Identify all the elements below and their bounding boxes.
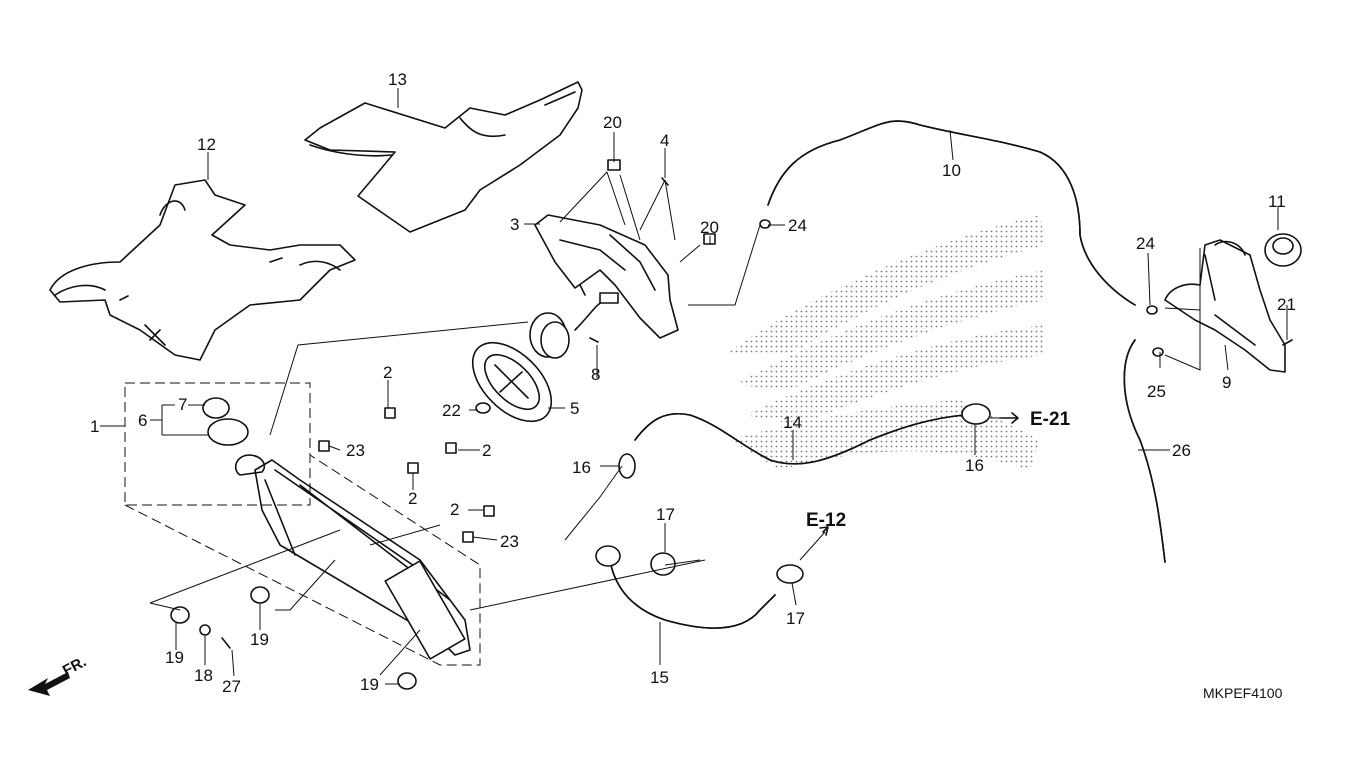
callout-21: 21	[1277, 295, 1296, 314]
ref-e12: E-12	[806, 510, 846, 531]
callout-2: 2	[450, 500, 459, 519]
callout-2: 2	[408, 489, 417, 508]
callout-19: 19	[360, 675, 379, 694]
callouts: 1 2 2 2 2 3 4 5 6 7 8 9 10 11 12 13 14 1…	[90, 70, 1296, 696]
callout-23: 23	[346, 441, 365, 460]
ref-e21: E-21	[1030, 409, 1071, 430]
callout-4: 4	[660, 131, 669, 150]
callout-19: 19	[165, 648, 184, 667]
diagram-code: MKPEF4100	[1203, 685, 1283, 701]
front-arrow	[28, 672, 70, 696]
callout-26: 26	[1172, 441, 1191, 460]
callout-15: 15	[650, 668, 669, 687]
reserve-tank-part	[1164, 239, 1286, 373]
callout-20: 20	[700, 218, 719, 237]
callout-1: 1	[90, 417, 99, 436]
assembly-outline	[124, 382, 311, 506]
upper-shroud-part	[304, 81, 583, 233]
callout-18: 18	[194, 666, 213, 685]
callout-27: 27	[222, 677, 241, 696]
callout-7: 7	[178, 395, 187, 414]
e21-arrow	[999, 412, 1019, 424]
callout-5: 5	[570, 399, 579, 418]
callout-24: 24	[1136, 234, 1155, 253]
fan-shroud-part	[534, 214, 679, 339]
callout-16: 16	[965, 456, 984, 475]
callout-6: 6	[138, 411, 147, 430]
radiator-hose-lower-part	[609, 559, 776, 629]
callout-2: 2	[383, 363, 392, 382]
callout-24: 24	[788, 216, 807, 235]
callout-14: 14	[783, 413, 802, 432]
fasteners	[170, 159, 1293, 690]
callout-11: 11	[1268, 192, 1286, 211]
callout-17: 17	[786, 609, 805, 628]
radiator-cap-part	[207, 418, 249, 446]
callout-19: 19	[250, 630, 269, 649]
callout-2: 2	[482, 441, 491, 460]
callout-3: 3	[510, 215, 519, 234]
callout-9: 9	[1222, 373, 1231, 392]
callout-8: 8	[591, 365, 600, 384]
callout-16: 16	[572, 458, 591, 477]
callout-13: 13	[388, 70, 407, 89]
lower-shroud-part	[49, 179, 356, 361]
fan-motor-part	[529, 292, 619, 359]
callout-22: 22	[442, 401, 461, 420]
radiator-part	[234, 454, 471, 660]
cooling-fan-part	[471, 341, 553, 423]
hose-clamp-part	[961, 403, 991, 425]
callout-17: 17	[656, 505, 675, 524]
callout-25: 25	[1147, 382, 1166, 401]
callout-12: 12	[197, 135, 216, 154]
watermark-wing-logo	[725, 215, 1045, 470]
callout-23: 23	[500, 532, 519, 551]
callout-10: 10	[942, 161, 961, 180]
e12-arrow	[819, 526, 829, 536]
hose-clamp-part	[776, 564, 804, 584]
leader-lines	[100, 88, 1288, 685]
callout-20: 20	[603, 113, 622, 132]
